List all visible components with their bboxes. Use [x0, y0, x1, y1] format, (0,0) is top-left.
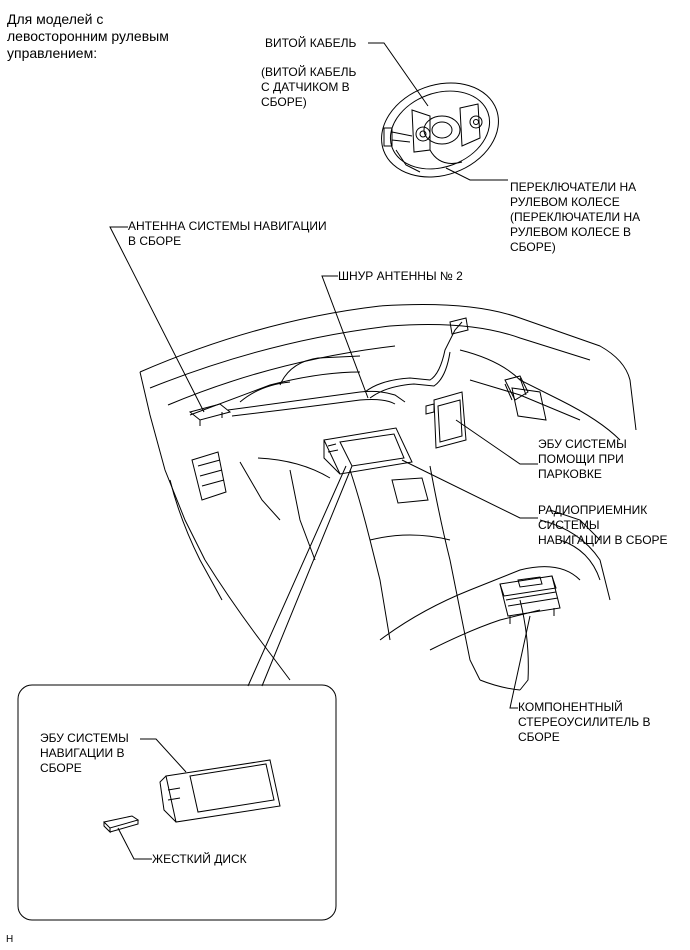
label-antenna-cord-2: ШНУР АНТЕННЫ № 2 — [338, 269, 463, 283]
inset-frame — [17, 684, 337, 921]
label-steering-switches: ПЕРЕКЛЮЧАТЕЛИ НА РУЛЕВОМ КОЛЕСЕ (ПЕРЕКЛЮ… — [510, 180, 641, 254]
label-stereo-amp: КОМПОНЕНТНЫЙ СТЕРЕОУСИЛИТЕЛЬ В СБОРЕ — [518, 700, 651, 744]
inset-pointer-lines — [247, 465, 353, 687]
parking-assist-ecu-illustration — [425, 391, 467, 449]
label-nav-radio: РАДИОПРИЕМНИК СИСТЕМЫ НАВИГАЦИИ В СБОРЕ — [538, 503, 668, 547]
antenna-cables — [227, 317, 469, 417]
footer-mark: H — [6, 934, 14, 945]
header-note: Для моделей с левосторонним рулевым упра… — [7, 11, 169, 61]
steering-wheel-illustration — [381, 82, 499, 178]
stereo-amp-illustration — [499, 575, 561, 624]
label-parking-assist-ecu: ЭБУ СИСТЕМЫ ПОМОЩИ ПРИ ПАРКОВКЕ — [538, 437, 627, 481]
label-nav-ecu: ЭБУ СИСТЕМЫ НАВИГАЦИИ В СБОРЕ — [40, 731, 129, 775]
nav-radio-illustration — [323, 427, 413, 475]
label-nav-antenna: АНТЕННА СИСТЕМЫ НАВИГАЦИИ В СБОРЕ — [128, 219, 327, 248]
leader-lines — [109, 42, 538, 860]
label-hard-disk: ЖЕСТКИЙ ДИСК — [152, 852, 247, 866]
label-spiral-cable-sub: (ВИТОЙ КАБЕЛЬ С ДАТЧИКОМ В СБОРЕ) — [261, 65, 357, 109]
dashboard-outline — [139, 304, 637, 691]
nav-ecu-illustration — [159, 759, 281, 823]
label-spiral-cable: ВИТОЙ КАБЕЛЬ — [265, 36, 357, 50]
hard-disk-illustration — [102, 815, 140, 834]
